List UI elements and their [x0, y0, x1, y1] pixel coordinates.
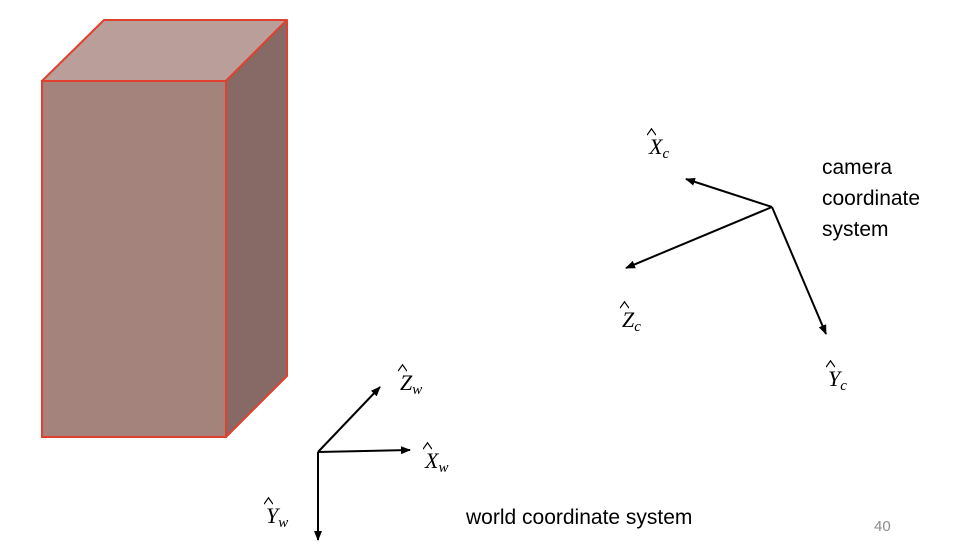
- camera-caption-line: camera: [822, 156, 893, 179]
- axis-symbol: Y: [828, 366, 841, 391]
- hat-icon: [423, 441, 432, 450]
- camera-axes: [625, 177, 827, 335]
- camera-x-axis-label: Xc: [649, 136, 669, 162]
- box-side-face: [225, 19, 288, 438]
- hat-icon: [398, 363, 407, 372]
- camera-z-axis-label: Zc: [622, 309, 641, 335]
- axis-subscript: c: [662, 146, 670, 162]
- camera-caption-line: coordinate: [822, 187, 921, 210]
- world-x-axis-arrow: [317, 446, 411, 455]
- world-z-axis-arrow: [317, 386, 381, 453]
- hat-icon: [826, 359, 835, 368]
- axis-subscript: w: [412, 382, 423, 398]
- world-caption: world coordinate system: [466, 506, 693, 529]
- axis-subscript: w: [438, 460, 449, 476]
- camera-x-axis-arrow: [685, 177, 773, 208]
- camera-y-axis-label: Yc: [828, 368, 847, 394]
- camera-y-axis-arrow: [771, 206, 827, 335]
- box-3d: [41, 19, 288, 438]
- axis-subscript: c: [634, 319, 641, 335]
- hat-icon: [647, 127, 656, 136]
- world-axes: [314, 386, 411, 541]
- world-x-axis-label: Xw: [425, 450, 448, 476]
- axis-subscript: w: [278, 515, 289, 531]
- axis-symbol: X: [649, 134, 663, 159]
- page-number: 40: [874, 518, 891, 535]
- axis-symbol: Y: [266, 503, 279, 528]
- world-y-axis-label: Yw: [266, 505, 288, 531]
- axis-symbol: Z: [400, 370, 413, 395]
- hat-icon: [620, 300, 629, 309]
- world-z-axis-label: Zw: [400, 372, 422, 398]
- hat-icon: [264, 496, 273, 505]
- camera-z-axis-arrow: [625, 206, 773, 269]
- box-front-face: [41, 80, 227, 438]
- axis-symbol: X: [425, 448, 439, 473]
- camera-caption-line: system: [822, 218, 889, 241]
- axis-symbol: Z: [622, 307, 635, 332]
- camera-caption: camera coordinate system: [822, 152, 920, 245]
- axis-subscript: c: [840, 378, 847, 394]
